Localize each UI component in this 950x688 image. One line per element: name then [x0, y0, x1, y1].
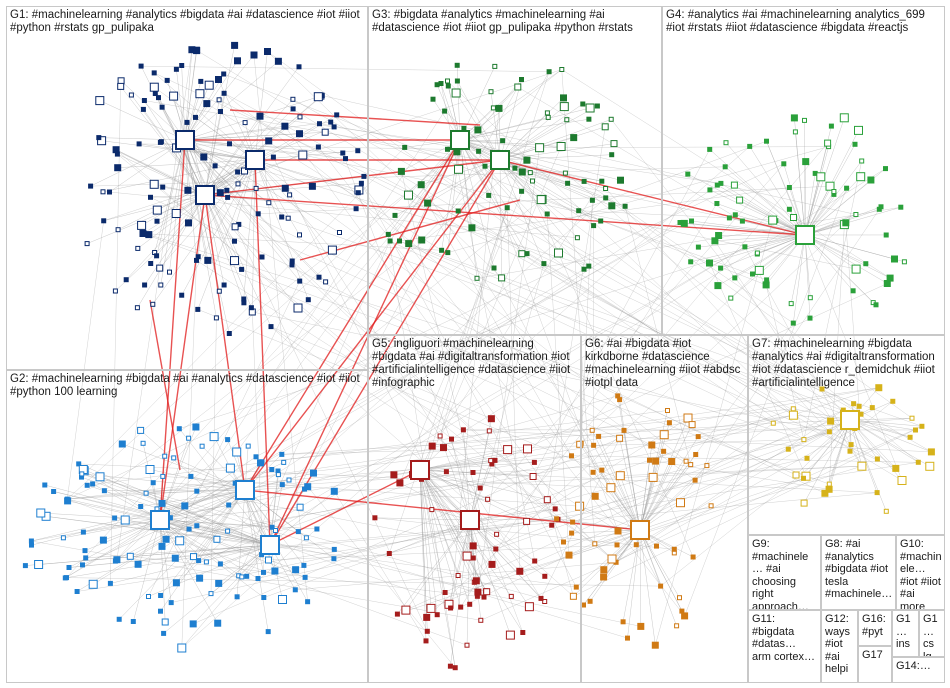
group-g14-label: G14:…	[896, 660, 942, 673]
group-g6-label: G6: #ai #bigdata #iot kirkdborne #datasc…	[585, 338, 745, 390]
group-g15: G1… cs lg #ar…	[919, 610, 945, 657]
group-g17-label: G17	[862, 649, 889, 662]
group-g16: G16: #pyt…	[858, 610, 892, 646]
group-g15-label: G1… cs lg #ar…	[923, 613, 942, 657]
group-g6: G6: #ai #bigdata #iot kirkdborne #datasc…	[581, 335, 748, 683]
group-g13-label: G1… ins… dat…	[896, 613, 916, 657]
group-g12-label: G12: ways #iot #ai helpi…	[825, 613, 855, 683]
group-g8-label: G8: #ai #analytics #bigdata #iot tesla #…	[825, 538, 893, 601]
group-g13: G1… ins… dat…	[892, 610, 919, 657]
group-g11: G10: #machinele… #iot #iiot #ai more dat…	[896, 535, 945, 610]
group-g12: G12: ways #iot #ai helpi…	[821, 610, 858, 683]
group-g5: G5: ingliguori #machinelearning #bigdata…	[368, 335, 581, 683]
group-g9-label: G11: #bigdata #datas… arm cortex…	[752, 613, 818, 663]
group-g14: G14:…	[892, 657, 945, 683]
group-g3: G3: #bigdata #analytics #machinelearning…	[368, 6, 662, 335]
group-g10-label: G9: #machinele… #ai choosing right appro…	[752, 538, 818, 610]
group-g1: G1: #machinelearning #analytics #bigdata…	[6, 6, 368, 370]
group-g8: G8: #ai #analytics #bigdata #iot tesla #…	[821, 535, 896, 610]
group-g3-label: G3: #bigdata #analytics #machinelearning…	[372, 9, 659, 35]
group-g5-label: G5: ingliguori #machinelearning #bigdata…	[372, 338, 578, 390]
group-g2: G2: #machinelearning #bigdata #ai #analy…	[6, 370, 368, 683]
group-g4: G4: #analytics #ai #machinelearning anal…	[662, 6, 945, 335]
group-g11-label: G10: #machinele… #iot #iiot #ai more dat…	[900, 538, 942, 610]
group-g16-label: G16: #pyt…	[862, 613, 889, 646]
group-g9: G11: #bigdata #datas… arm cortex…	[748, 610, 821, 683]
group-g4-label: G4: #analytics #ai #machinelearning anal…	[666, 9, 942, 35]
group-g10: G9: #machinele… #ai choosing right appro…	[748, 535, 821, 610]
group-g17: G17	[858, 646, 892, 683]
group-g2-label: G2: #machinelearning #bigdata #ai #analy…	[10, 373, 365, 399]
group-g7-label: G7: #machinelearning #bigdata #analytics…	[752, 338, 942, 390]
group-g1-label: G1: #machinelearning #analytics #bigdata…	[10, 9, 365, 35]
group-g7: G7: #machinelearning #bigdata #analytics…	[748, 335, 945, 535]
